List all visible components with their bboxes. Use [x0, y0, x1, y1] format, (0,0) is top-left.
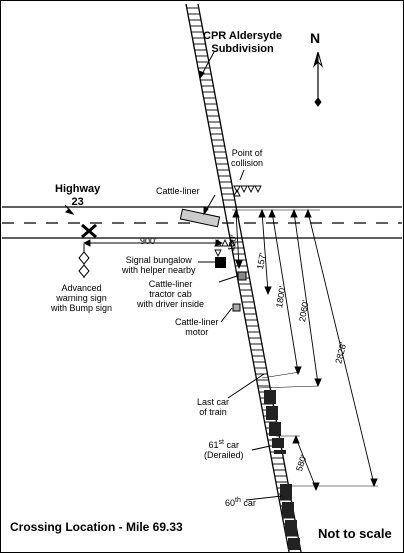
car60-label: 60th car: [225, 496, 256, 508]
car60-number: 60: [225, 498, 236, 508]
cattle-liner-label: Cattle-liner: [156, 186, 200, 196]
car60-suffix: th: [235, 497, 241, 504]
scale-note: Not to scale: [318, 526, 392, 541]
bungalow-label-1: Signal bungalow: [125, 255, 192, 265]
tractor-cab-label-1: Cattle-liner: [148, 279, 193, 289]
advanced-warning-sign: [78, 244, 90, 278]
railcars: [264, 390, 300, 550]
dimension-900: [82, 239, 224, 247]
car61-number: 61: [208, 440, 219, 450]
compass-n-label: N: [310, 30, 321, 46]
last-car-label-1: Last car: [197, 397, 230, 407]
dim-900: 900': [140, 236, 157, 246]
cattle-liner-trailer: [179, 208, 221, 228]
car61-label-2: (Derailed): [204, 450, 244, 460]
tractor-cab-label-3: with driver inside: [137, 299, 205, 309]
subdivision-label-1: CPR Aldersyde: [203, 30, 283, 42]
crossing-location-label: Crossing Location - Mile 69.33: [10, 520, 183, 534]
subdivision-label-2: Subdivision: [211, 43, 274, 55]
car61-word: car: [223, 440, 239, 450]
tractor-cab: [237, 271, 247, 281]
motor-label-2: motor: [185, 327, 209, 337]
collision-label-2: collision: [231, 158, 264, 168]
bungalow-label-2: with helper nearby: [122, 265, 196, 275]
motor-label-1: Cattle-liner: [175, 317, 219, 327]
advanced-sign-label-1: Advanced: [61, 283, 102, 293]
motor: [232, 303, 241, 312]
car61-suffix: st: [218, 439, 224, 446]
highway-label-1: Highway: [55, 183, 101, 195]
advanced-sign-label-3: with Bump sign: [51, 303, 113, 313]
last-car-label-2: of train: [199, 407, 227, 417]
collision-label-1: Point of: [231, 148, 263, 158]
leader-lines: [64, 51, 283, 501]
north-arrow: [312, 51, 324, 107]
car61-label-1: 61st car: [204, 438, 244, 450]
dimension-lines: [232, 208, 378, 492]
car60-word: car: [240, 498, 256, 508]
railway-track: [185, 3, 302, 553]
signal-bungalow: [215, 257, 226, 268]
crossbuck-sign: [81, 223, 97, 239]
tractor-cab-label-2: tractor cab: [149, 289, 192, 299]
advanced-sign-label-2: warning sign: [56, 293, 107, 303]
highway-label-2: 23: [71, 196, 84, 208]
